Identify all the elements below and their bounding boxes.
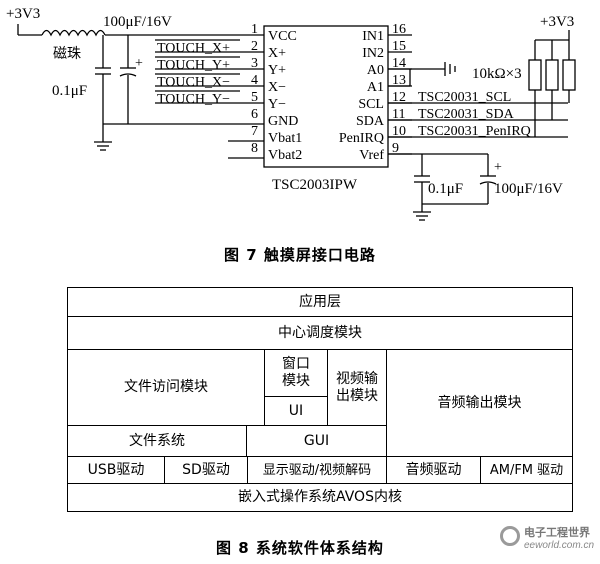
svg-text:TOUCH_X+: TOUCH_X+ <box>157 41 230 56</box>
watermark-brand: 电子工程世界 <box>524 526 590 539</box>
figure-8-caption: 图 8 系统软件体系结构 <box>216 539 384 557</box>
block-file-access: 文件访问模块 <box>67 349 265 426</box>
pin-name-right: A0 <box>367 63 384 78</box>
pin-number-left: 2 <box>251 39 258 54</box>
pin-name-right: SDA <box>356 114 385 129</box>
block-video-output: 视频输出模块 <box>327 349 387 426</box>
pullup-resistors <box>528 40 576 137</box>
pin-name-right: IN2 <box>362 46 384 61</box>
block-file-system: 文件系统 <box>67 425 247 457</box>
figure-7-caption: 图 7 触摸屏接口电路 <box>224 246 376 264</box>
block-app-layer: 应用层 <box>67 287 573 317</box>
ground-symbol-vref <box>413 211 431 221</box>
svg-text:TOUCH_X−: TOUCH_X− <box>157 75 230 90</box>
cap-small-label: 0.1μF <box>52 83 87 99</box>
net-scl-label: TSC20031_SCL <box>418 90 511 105</box>
net-irq-label: TSC20031_PenIRQ <box>418 124 531 139</box>
net-sda-label: TSC20031_SDA <box>418 107 515 122</box>
pin-number-right: 10 <box>392 124 406 139</box>
pin-number-left: 8 <box>251 141 258 156</box>
pin-name-right: IN1 <box>362 29 384 44</box>
pin-number-left: 7 <box>251 124 258 139</box>
pin-number-left: 5 <box>251 90 258 105</box>
vcc-right-label: +3V3 <box>540 14 574 30</box>
tsc2003-chip <box>263 25 389 168</box>
pin-name-left: Y+ <box>268 63 286 78</box>
pin-name-left: GND <box>268 114 298 129</box>
pin-number-right: 12 <box>392 90 406 105</box>
touch-label-y-minus: TOUCH_Y− <box>155 90 240 107</box>
svg-text:TOUCH_Y−: TOUCH_Y− <box>157 92 230 107</box>
block-center-scheduler: 中心调度模块 <box>67 316 573 350</box>
watermark-url: eeworld.com.cn <box>524 540 595 551</box>
pin-name-left: VCC <box>268 29 297 44</box>
touch-interface-circuit: +3V3 磁珠 0.1μF + 100μF/16V TOUCH_X+ TOUCH… <box>6 6 576 221</box>
software-architecture: 应用层 中心调度模块 文件访问模块 窗口模块 UI 视频输出模块 音频输出模块 … <box>67 287 573 512</box>
pin-name-right: SCL <box>358 97 384 112</box>
pin-name-right: PenIRQ <box>339 131 384 146</box>
vcc-left-label: +3V3 <box>6 6 40 22</box>
touch-label-x-minus: TOUCH_X− <box>155 73 240 90</box>
touch-label-y-plus: TOUCH_Y+ <box>155 56 240 73</box>
block-kernel: 嵌入式操作系统AVOS内核 <box>67 483 573 512</box>
watermark-logo-icon <box>500 526 520 546</box>
vref-cap-big-label: 100μF/16V <box>494 181 563 197</box>
ferrite-bead-label: 磁珠 <box>53 46 81 62</box>
pin-name-left: Vbat2 <box>268 148 302 163</box>
block-gui: GUI <box>246 425 387 457</box>
pin-name-left: Vbat1 <box>268 131 302 146</box>
pin-name-left: X+ <box>268 46 286 61</box>
pin-number-left: 1 <box>251 22 258 37</box>
block-usb-driver: USB驱动 <box>67 456 165 484</box>
watermark: 电子工程世界 eeworld.com.cn <box>500 522 596 560</box>
cap-big-label: 100μF/16V <box>103 14 172 30</box>
vref-cap-small-label: 0.1μF <box>428 181 463 197</box>
block-audio-output: 音频输出模块 <box>386 349 573 457</box>
pin-name-left: X− <box>268 80 286 95</box>
cap-plus-sign: + <box>135 56 143 71</box>
block-ui: UI <box>264 396 328 426</box>
pin-number-right: 13 <box>392 73 406 88</box>
block-sd-driver: SD驱动 <box>164 456 248 484</box>
pin-number-right: 11 <box>392 107 405 122</box>
pin-name-right: Vref <box>359 148 384 163</box>
ground-symbol-address <box>444 62 456 76</box>
pin-number-right: 14 <box>392 56 406 71</box>
pin-number-left: 3 <box>251 56 258 71</box>
block-amfm-driver: AM/FM 驱动 <box>480 456 573 484</box>
resistor-label: 10kΩ×3 <box>472 66 522 82</box>
pin-number-right: 15 <box>392 39 406 54</box>
ground-symbol-left <box>94 141 112 151</box>
touch-label-x-plus: TOUCH_X+ <box>155 39 240 56</box>
block-audio-driver: 音频驱动 <box>386 456 481 484</box>
block-window-module: 窗口模块 <box>264 349 328 397</box>
pin-number-left: 6 <box>251 107 258 122</box>
vref-cap-plus: + <box>494 160 502 175</box>
ferrite-bead <box>41 29 106 37</box>
pin-number-left: 4 <box>251 73 258 88</box>
pin-number-right: 16 <box>392 22 406 37</box>
chip-pins: 1 VCC 2 X+ 3 Y+ 4 X− 5 Y− 6 GND 7 Vbat1 8 Vbat2 16 IN1 15 I… <box>251 22 412 163</box>
pin-name-right: A1 <box>367 80 384 95</box>
chip-name: TSC2003IPW <box>272 177 358 193</box>
svg-text:TOUCH_Y+: TOUCH_Y+ <box>157 58 230 73</box>
pin-name-left: Y− <box>268 97 286 112</box>
pin-number-right: 9 <box>392 141 399 156</box>
block-display-driver: 显示驱动/视频解码 <box>247 456 387 484</box>
